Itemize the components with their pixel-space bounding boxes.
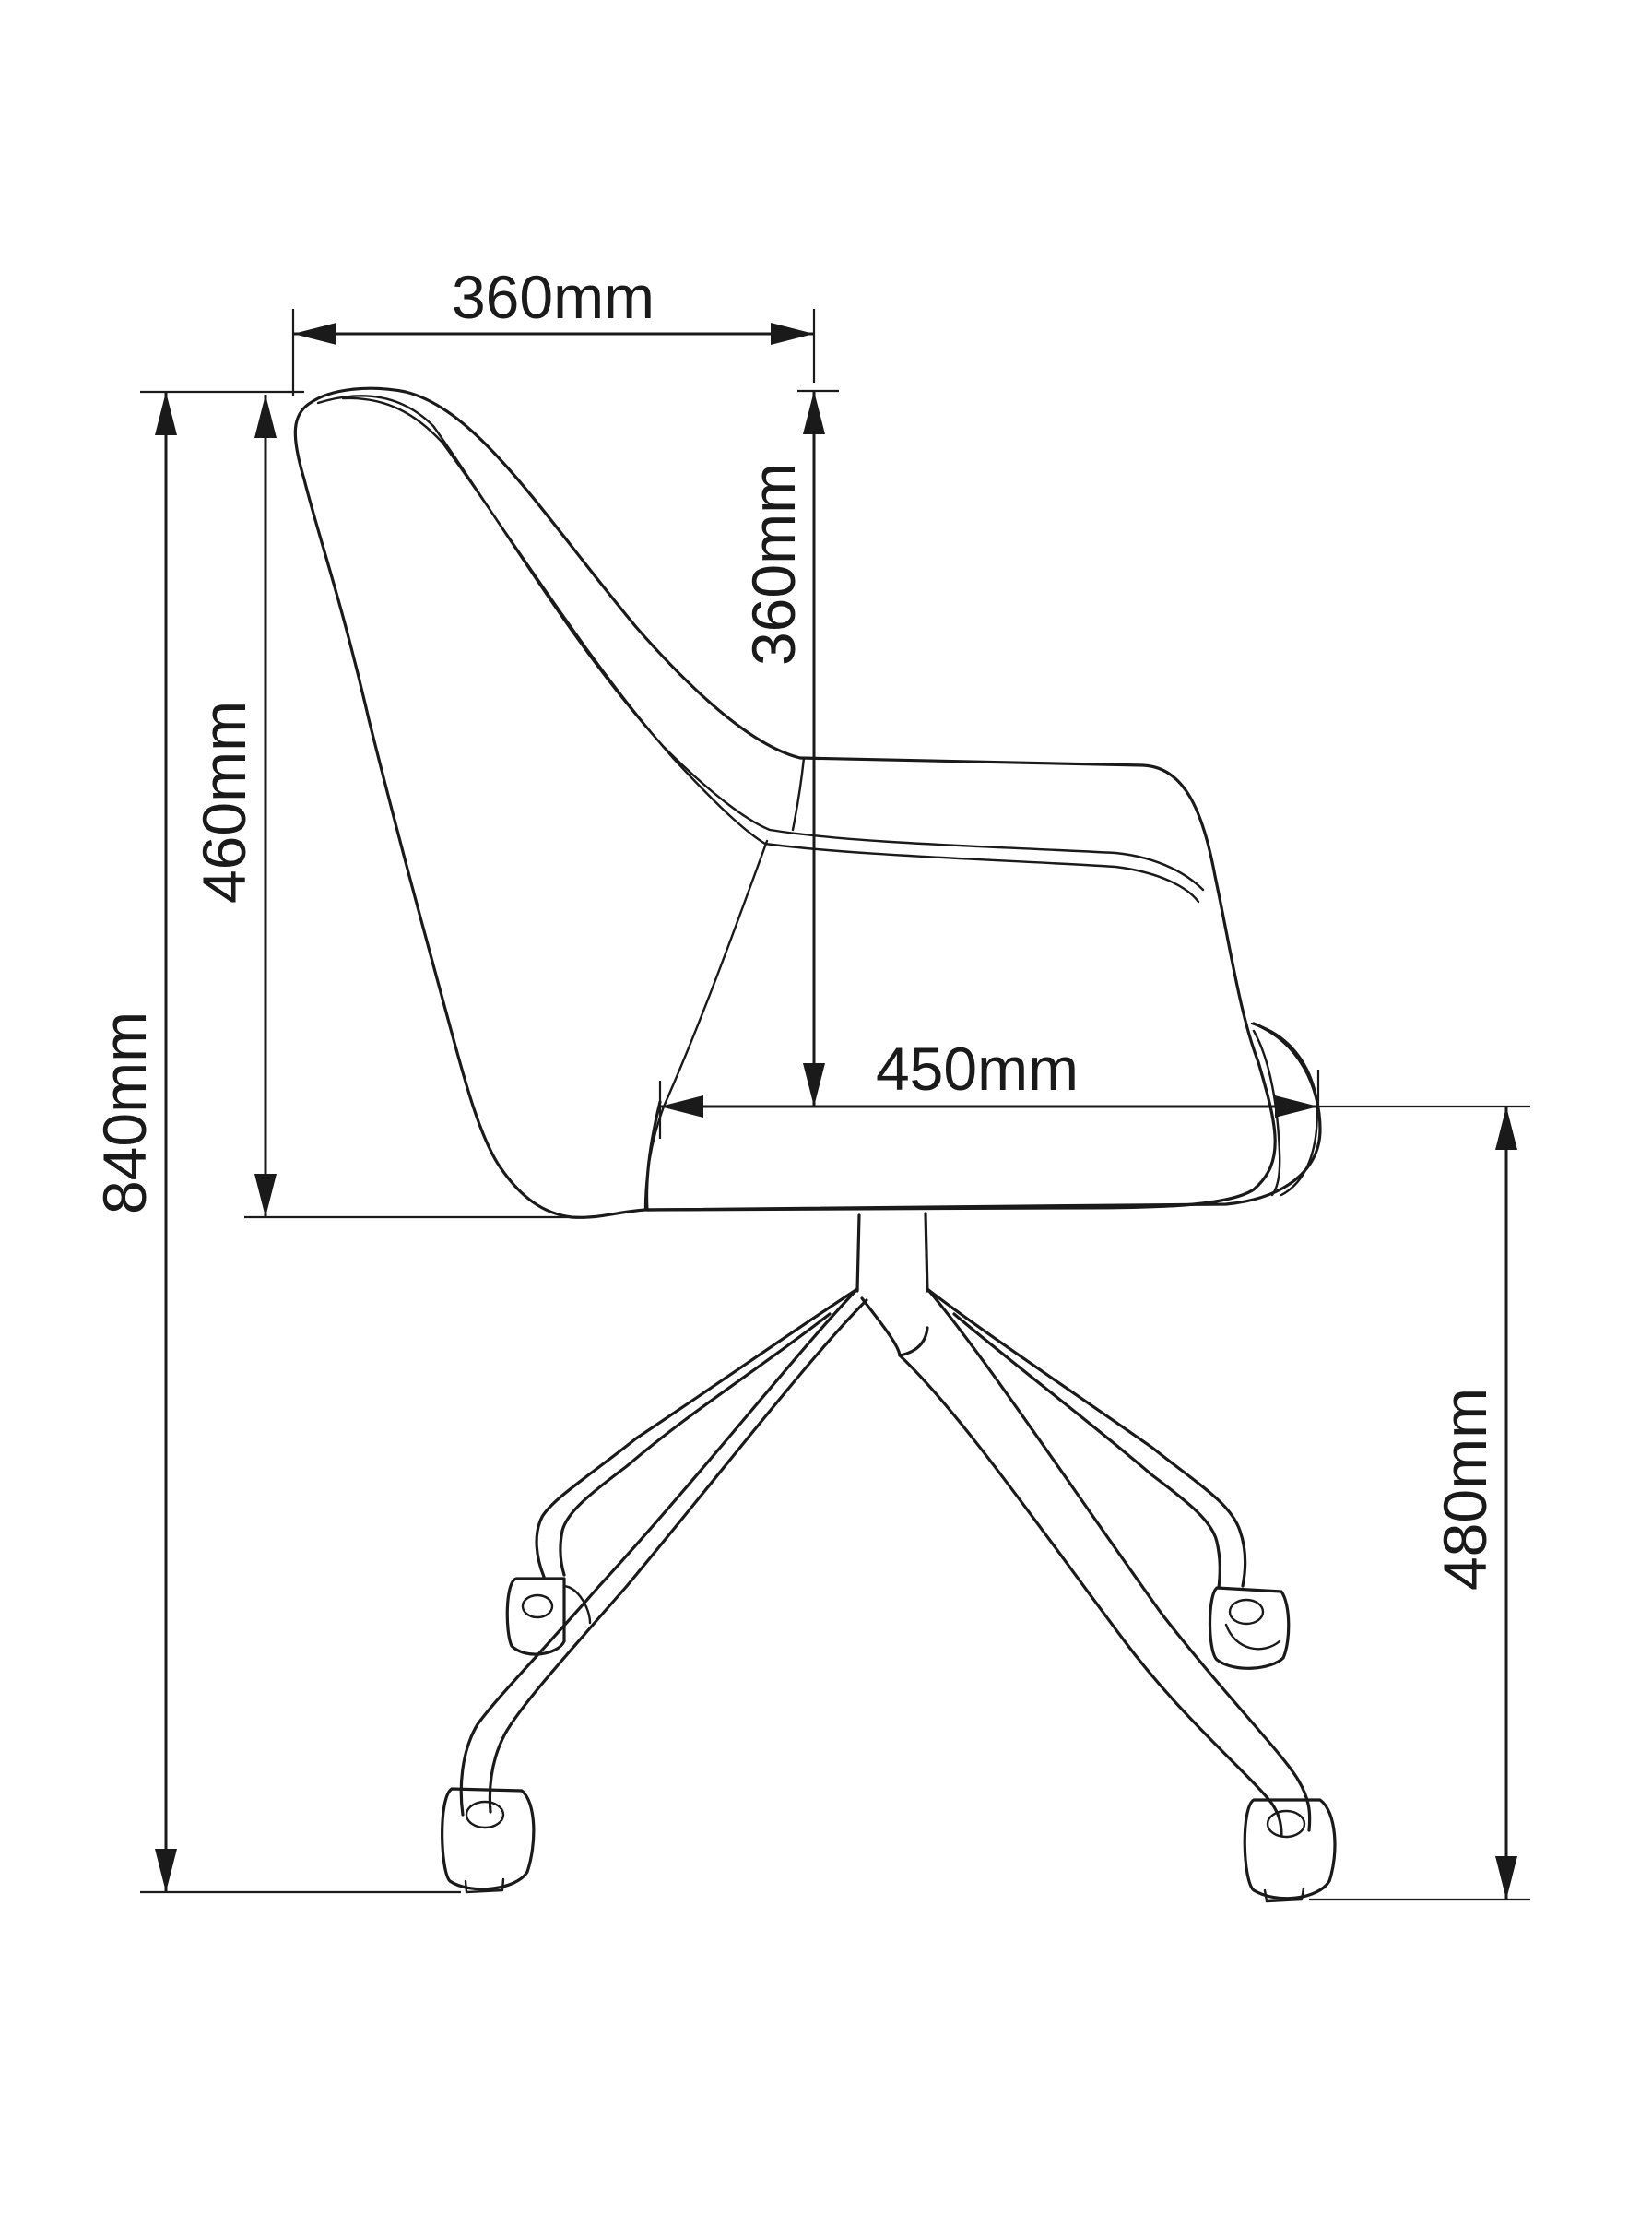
chair-illustration bbox=[293, 386, 1337, 1903]
seat-front-roll bbox=[1250, 1022, 1318, 1197]
back-depth-label: 360mm bbox=[452, 263, 655, 331]
dimension-back-depth: 360mm bbox=[291, 263, 816, 396]
base-leg-back-left-inner bbox=[559, 1312, 832, 1577]
backrest-piping bbox=[316, 395, 1205, 892]
gas-column bbox=[856, 1212, 929, 1293]
back-height-label: 460mm bbox=[190, 701, 258, 904]
base-leg-front-right-inner bbox=[898, 1354, 1283, 1837]
backrest-inner-edge bbox=[341, 396, 1200, 904]
base-leg-back-left bbox=[535, 1287, 859, 1579]
base-hub-right bbox=[898, 1326, 929, 1357]
total-height-label: 840mm bbox=[90, 1012, 159, 1214]
dimension-back-height: 460mm bbox=[190, 395, 590, 1219]
dimension-seat-depth: 450mm bbox=[658, 1035, 1530, 1139]
dimension-seat-height: 480mm bbox=[1309, 1106, 1530, 1901]
seat-height-label: 480mm bbox=[1431, 1388, 1499, 1591]
caster-back-left bbox=[505, 1577, 592, 1656]
side-panel-seam bbox=[643, 839, 769, 1212]
base-leg-front-left bbox=[459, 1287, 859, 1817]
arm-seam bbox=[791, 756, 806, 832]
base-leg-front-left-inner bbox=[488, 1298, 868, 1814]
base-hub-left bbox=[860, 1296, 902, 1357]
arm-height-label: 360mm bbox=[739, 463, 808, 666]
base-leg-back-right bbox=[926, 1287, 1247, 1588]
dimension-arm-height: 360mm bbox=[739, 389, 839, 1106]
caster-front-right bbox=[1243, 1798, 1337, 1903]
seat-cushion bbox=[644, 1022, 1322, 1212]
caster-back-right bbox=[1208, 1586, 1291, 1670]
seat-front-roll-inner bbox=[1252, 1029, 1281, 1197]
base-leg-back-right-inner bbox=[952, 1312, 1221, 1590]
caster-front-left bbox=[441, 1787, 536, 1894]
dimension-total-height: 840mm bbox=[90, 390, 461, 1894]
backrest-shell bbox=[293, 386, 1277, 1219]
seat-depth-label: 450mm bbox=[876, 1035, 1079, 1103]
base-leg-front-right bbox=[926, 1287, 1312, 1832]
